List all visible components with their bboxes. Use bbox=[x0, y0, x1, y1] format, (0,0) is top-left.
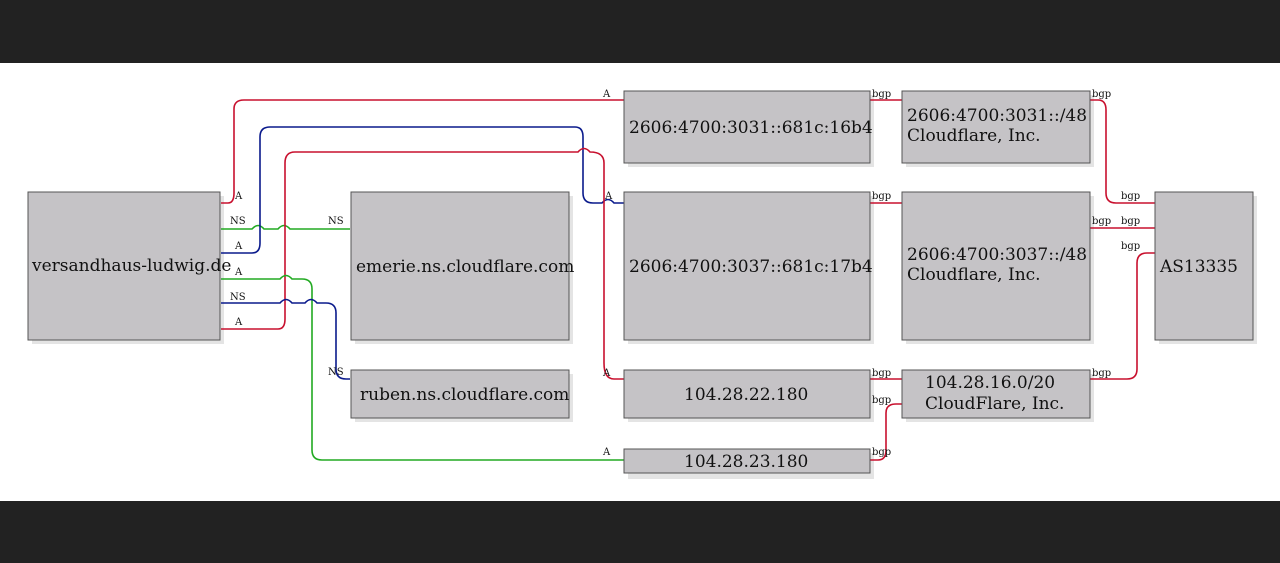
edge-ns-emerie bbox=[221, 224, 350, 230]
edges bbox=[221, 99, 1155, 461]
prefix-a-line2: Cloudflare, Inc. bbox=[907, 126, 1041, 146]
edge-a-ip4b-green bbox=[221, 274, 624, 461]
edge-label-a: A bbox=[604, 191, 613, 202]
nodes bbox=[27, 90, 1254, 474]
edge-label-bgp: bgp bbox=[1121, 216, 1140, 227]
edge-label-bgp: bgp bbox=[1092, 89, 1111, 100]
edge-label-bgp: bgp bbox=[872, 89, 891, 100]
node-domain[interactable] bbox=[27, 191, 221, 341]
node-asn[interactable] bbox=[1154, 191, 1254, 341]
edge-label-a: A bbox=[234, 317, 243, 328]
node-ns-ruben[interactable] bbox=[350, 369, 570, 419]
prefix-c-line1: 104.28.16.0/20 bbox=[925, 373, 1055, 393]
ns-ruben-label: ruben.ns.cloudflare.com bbox=[360, 385, 569, 405]
node-ip6-a[interactable] bbox=[623, 90, 871, 164]
edge-ns-ruben-lower bbox=[221, 298, 350, 380]
edge-label-ns: NS bbox=[328, 216, 344, 227]
edge-label-bgp: bgp bbox=[872, 191, 891, 202]
edge-label-bgp: bgp bbox=[1092, 368, 1111, 379]
bottom-bar bbox=[0, 501, 1280, 563]
edge-labels: A A NS NS A A NS A A NS A A bgp bgp bgp … bbox=[230, 89, 1140, 458]
edge-label-bgp: bgp bbox=[1092, 216, 1111, 227]
node-ns-emerie[interactable] bbox=[350, 191, 570, 341]
edge-label-bgp: bgp bbox=[872, 447, 891, 458]
prefix-a-line1: 2606:4700:3031::/48 bbox=[907, 106, 1087, 126]
edge-label-bgp: bgp bbox=[1121, 191, 1140, 202]
edge-bgp-prefix-a-asn bbox=[1090, 99, 1155, 204]
domain-label: versandhaus-ludwig.de bbox=[31, 256, 231, 276]
edge-label-ns: NS bbox=[230, 216, 246, 227]
edge-bgp-prefix-c-asn bbox=[1090, 252, 1155, 380]
diagram-canvas: versandhaus-ludwig.de emerie.ns.cloudfla… bbox=[0, 63, 1280, 501]
edge-label-a: A bbox=[602, 89, 611, 100]
node-ip4-a[interactable] bbox=[623, 369, 871, 419]
node-prefix-c[interactable] bbox=[901, 369, 1091, 419]
prefix-c-line2: CloudFlare, Inc. bbox=[925, 394, 1064, 414]
edge-ns-ruben-blue bbox=[221, 126, 624, 254]
prefix-b-line1: 2606:4700:3037::/48 bbox=[907, 245, 1087, 265]
edge-label-a: A bbox=[234, 241, 243, 252]
ns-emerie-label: emerie.ns.cloudflare.com bbox=[356, 257, 574, 277]
prefix-b-line2: Cloudflare, Inc. bbox=[907, 265, 1041, 285]
edge-label-a: A bbox=[234, 191, 243, 202]
edge-a-ip6b-red bbox=[221, 147, 624, 380]
edge-label-ns: NS bbox=[328, 367, 344, 378]
edge-label-ns: NS bbox=[230, 292, 246, 303]
top-bar bbox=[0, 0, 1280, 63]
edge-label-a: A bbox=[234, 267, 243, 278]
edge-label-bgp: bgp bbox=[1121, 241, 1140, 252]
node-ip6-b[interactable] bbox=[623, 191, 871, 341]
dns-graph: versandhaus-ludwig.de emerie.ns.cloudfla… bbox=[27, 89, 1257, 479]
ip4-a-label: 104.28.22.180 bbox=[684, 385, 808, 405]
node-prefix-a[interactable] bbox=[901, 90, 1091, 164]
edge-label-bgp: bgp bbox=[872, 368, 891, 379]
asn-label: AS13335 bbox=[1159, 257, 1238, 277]
ip4-b-label: 104.28.23.180 bbox=[684, 452, 808, 472]
node-ip4-b[interactable] bbox=[623, 448, 871, 474]
ip6-b-label: 2606:4700:3037::681c:17b4 bbox=[629, 257, 873, 277]
node-labels: versandhaus-ludwig.de emerie.ns.cloudfla… bbox=[31, 106, 1238, 472]
edge-label-a: A bbox=[602, 368, 611, 379]
ip6-a-label: 2606:4700:3031::681c:16b4 bbox=[629, 118, 873, 138]
edge-label-bgp: bgp bbox=[872, 395, 891, 406]
edge-a-ip6a bbox=[221, 99, 624, 204]
edge-label-a: A bbox=[602, 447, 611, 458]
edge-bgp-ip4b bbox=[870, 403, 902, 461]
node-prefix-b[interactable] bbox=[901, 191, 1091, 341]
